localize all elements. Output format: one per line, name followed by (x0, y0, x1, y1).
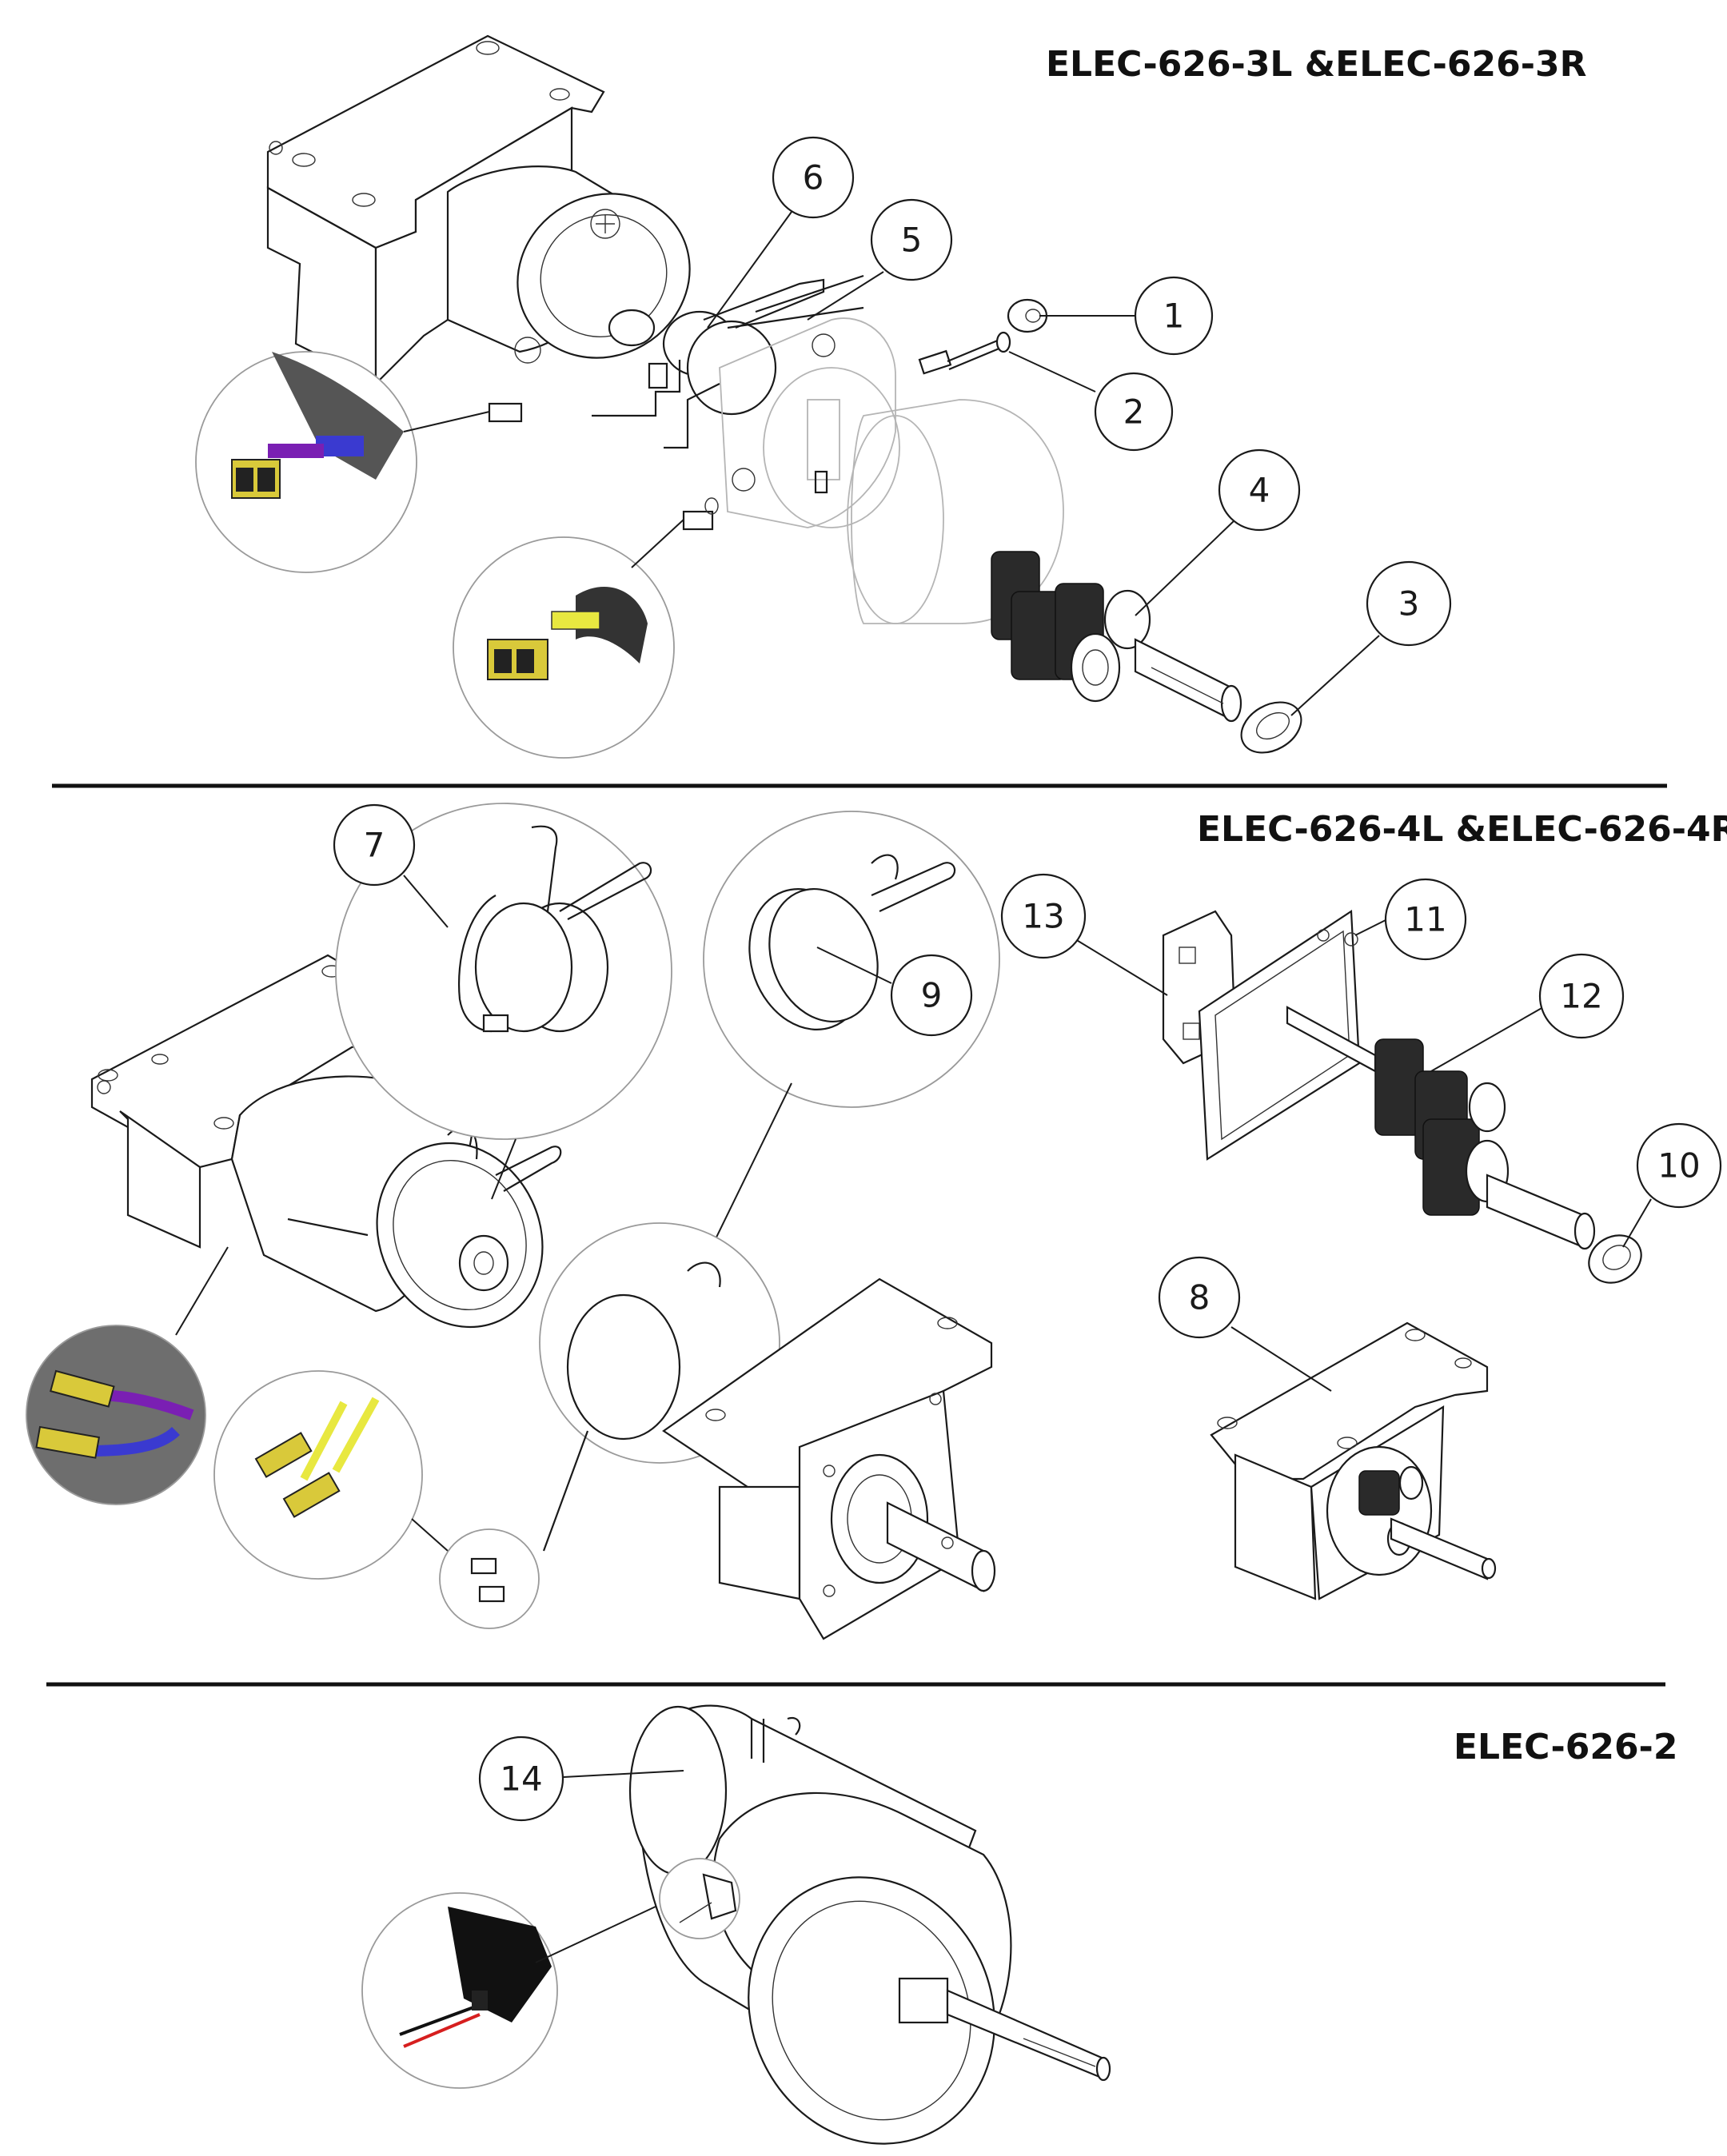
brake-assembly-6 (592, 278, 825, 449)
svg-text:1: 1 (1163, 297, 1185, 336)
svg-text:4: 4 (1249, 471, 1270, 510)
detail-wire-purple (26, 1246, 229, 1505)
svg-text:13: 13 (1022, 897, 1064, 936)
section-title-4: ELEC-626-4L &ELEC-626-4R (1197, 809, 1727, 850)
svg-text:8: 8 (1189, 1278, 1210, 1317)
motor-4 (230, 1075, 562, 1329)
motor-3 (446, 165, 691, 364)
callout-12: 12 (1430, 953, 1625, 1072)
seal-10 (1588, 1234, 1642, 1284)
callout-13: 13 (1000, 873, 1168, 996)
callout-3: 3 (1290, 560, 1452, 716)
callout-8: 8 (1158, 1256, 1332, 1392)
callout-6: 6 (707, 136, 855, 329)
svg-text:9: 9 (921, 976, 943, 1015)
detail-wire-yellow-4 (213, 1370, 540, 1629)
detail-wire-yellow (453, 519, 684, 759)
callout-1: 1 (1039, 276, 1214, 356)
svg-text:2: 2 (1123, 393, 1145, 432)
motor-14 (628, 1704, 1111, 2145)
callout-14: 14 (478, 1736, 684, 1822)
gearbox-8 (1210, 1321, 1497, 1600)
svg-text:5: 5 (901, 221, 923, 260)
svg-text:10: 10 (1657, 1146, 1700, 1186)
section-title-2: ELEC-626-2 (1454, 1727, 1677, 1767)
detail-brake-9 (703, 811, 1000, 1248)
connector-3a (488, 402, 719, 531)
washer-3 (1240, 701, 1302, 754)
svg-text:14: 14 (500, 1759, 542, 1799)
callout-11: 11 (1354, 878, 1467, 961)
screw-2 (918, 331, 1011, 375)
section-title-3: ELEC-626-3L &ELEC-626-3R (1046, 44, 1586, 85)
svg-text:12: 12 (1560, 977, 1602, 1016)
callout-7: 7 (333, 803, 449, 928)
callout-9: 9 (816, 946, 973, 1037)
callout-2: 2 (1008, 351, 1174, 452)
callout-5: 5 (807, 198, 953, 321)
detail-wire-red (361, 1858, 740, 2089)
callout-4: 4 (1135, 448, 1301, 616)
detail-wire-blue (195, 351, 490, 573)
callout-10: 10 (1622, 1122, 1722, 1248)
detail-brake-7 (335, 803, 672, 1200)
gearbox-housing-4b (662, 1277, 996, 1640)
svg-text:3: 3 (1398, 584, 1420, 624)
svg-text:7: 7 (364, 826, 385, 865)
gear-12 (1286, 1006, 1596, 1250)
svg-text:6: 6 (803, 158, 824, 197)
svg-text:11: 11 (1404, 900, 1446, 939)
gear-shaft-4 (991, 551, 1242, 723)
